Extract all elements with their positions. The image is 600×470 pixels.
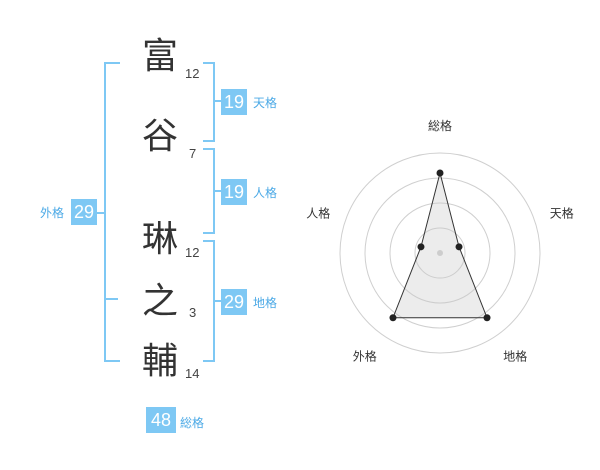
radar-point-3 xyxy=(483,314,491,322)
jinkaku-value-badge: 19 xyxy=(221,179,247,205)
kanji-char-5: 輔 xyxy=(142,341,179,382)
chikaku-label: 地格 xyxy=(253,296,278,310)
gaikaku-connector xyxy=(96,212,104,214)
stroke-count-1: 12 xyxy=(185,66,200,81)
kanji-char-3: 琳 xyxy=(142,219,179,260)
radar-series-polygon xyxy=(392,172,488,319)
soukaku-value-badge: 48 xyxy=(146,407,176,433)
chikaku-connector xyxy=(215,300,221,302)
chikaku-bracket xyxy=(203,240,215,362)
radar-ring-3 xyxy=(364,177,516,329)
jinkaku-connector xyxy=(215,190,221,192)
gaikaku-value-badge: 29 xyxy=(71,199,97,225)
tenkaku-connector xyxy=(215,100,221,102)
gaikaku-bracket-inner-tick xyxy=(104,298,118,300)
radar-axis-label-3: 地格 xyxy=(503,349,527,364)
radar-axis-label-1: 総格 xyxy=(428,118,452,133)
chikaku-value-badge: 29 xyxy=(221,289,247,315)
radar-point-2 xyxy=(455,243,463,251)
radar-point-1 xyxy=(436,169,444,177)
stroke-count-2: 7 xyxy=(189,146,197,161)
radar-point-4 xyxy=(389,314,397,322)
soukaku-label: 総格 xyxy=(180,416,205,430)
stroke-count-5: 14 xyxy=(185,366,200,381)
radar-point-5 xyxy=(417,243,425,251)
radar-ring-2 xyxy=(389,202,491,304)
radar-axis-label-4: 外格 xyxy=(353,349,377,364)
jinkaku-label: 人格 xyxy=(253,186,278,200)
tenkaku-value-badge: 19 xyxy=(221,89,247,115)
radar-ring-1 xyxy=(414,227,466,279)
stroke-count-3: 12 xyxy=(185,245,200,260)
radar-center xyxy=(437,250,443,256)
tenkaku-bracket xyxy=(203,62,215,142)
gaikaku-bracket xyxy=(104,62,120,362)
kanji-char-1: 富 xyxy=(142,36,179,77)
gaikaku-label: 外格 xyxy=(40,206,65,220)
stroke-count-4: 3 xyxy=(189,305,197,320)
kanji-char-2: 谷 xyxy=(142,116,179,157)
kanji-char-4: 之 xyxy=(142,281,179,322)
radar-ring-4 xyxy=(339,152,541,354)
radar-axis-label-2: 天格 xyxy=(550,205,574,220)
radar-axis-label-5: 人格 xyxy=(306,205,330,220)
jinkaku-bracket xyxy=(203,148,215,234)
tenkaku-label: 天格 xyxy=(253,96,278,110)
